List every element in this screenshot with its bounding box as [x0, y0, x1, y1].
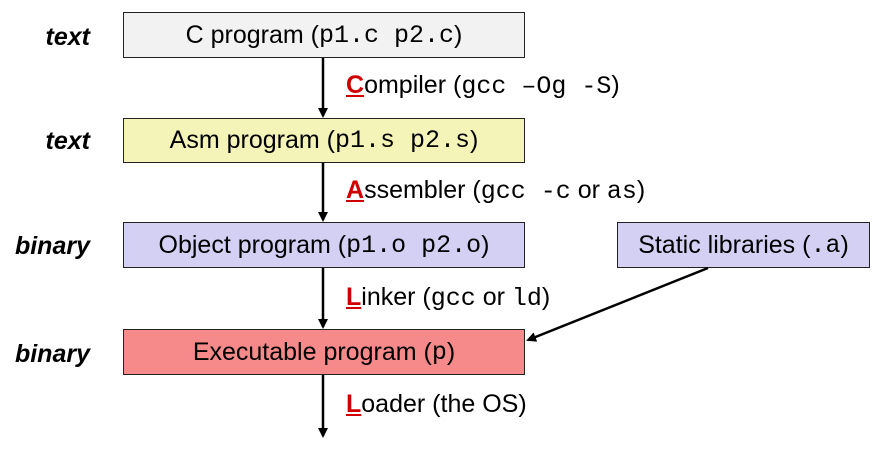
linker-command-alt: ld	[511, 284, 542, 313]
assembler-or: or	[570, 176, 607, 204]
format-label-text-1: text	[45, 23, 90, 51]
object-program-prefix: Object program (	[158, 230, 347, 259]
linker-command: gcc	[430, 284, 476, 313]
executable-program-file: p	[431, 337, 447, 367]
static-libraries-suffix: )	[840, 230, 849, 259]
assembler-command-alt: as	[606, 177, 637, 206]
format-label-binary-1: binary	[14, 232, 90, 260]
object-program-box: Object program (p1.o p2.o)	[123, 222, 525, 268]
object-program-suffix: )	[481, 230, 490, 259]
static-libraries-box: Static libraries (.a)	[617, 222, 870, 268]
linker-rest: inker (	[361, 283, 431, 311]
loader-initial: L	[346, 390, 362, 418]
asm-program-suffix: )	[470, 126, 479, 154]
compiler-suffix: )	[611, 71, 620, 99]
loader-step-label: Loader (the OS)	[346, 390, 527, 419]
compiler-rest: ompiler (	[364, 71, 462, 99]
compiler-step-label: Compiler (gcc –Og -S)	[346, 71, 620, 101]
asm-program-prefix: Asm program (	[169, 126, 335, 154]
executable-program-box: Executable program (p)	[123, 329, 525, 375]
loader-rest: oader (the OS)	[361, 390, 527, 418]
static-libraries-prefix: Static libraries (	[638, 230, 811, 259]
asm-program-files: p1.s p2.s	[334, 126, 470, 155]
c-program-suffix: )	[454, 20, 463, 49]
assembler-step-label: Assembler (gcc -c or as)	[346, 176, 645, 206]
format-label-binary-2: binary	[14, 340, 90, 368]
object-program-files: p1.o p2.o	[346, 230, 482, 260]
assembler-rest: ssembler (	[364, 176, 481, 204]
linker-step-label: Linker (gcc or ld)	[346, 283, 550, 313]
executable-program-suffix: )	[446, 337, 456, 366]
compiler-command: gcc –Og -S	[461, 72, 612, 101]
c-program-files: p1.c p2.c	[319, 20, 455, 50]
executable-program-prefix: Executable program (	[192, 337, 432, 366]
c-program-box: C program (p1.c p2.c)	[123, 12, 525, 58]
asm-program-box: Asm program (p1.s p2.s)	[123, 118, 525, 163]
arrow-libraries-to-executable	[526, 266, 709, 342]
c-program-prefix: C program (	[185, 20, 319, 49]
linker-suffix: )	[541, 283, 551, 311]
compiler-initial: C	[346, 71, 365, 99]
assembler-initial: A	[346, 176, 365, 204]
linker-initial: L	[346, 283, 362, 311]
linker-or: or	[475, 283, 512, 311]
assembler-command: gcc -c	[480, 177, 571, 206]
format-label-text-2: text	[45, 127, 90, 155]
static-libraries-ext: .a	[810, 230, 841, 260]
assembler-suffix: )	[636, 176, 646, 204]
